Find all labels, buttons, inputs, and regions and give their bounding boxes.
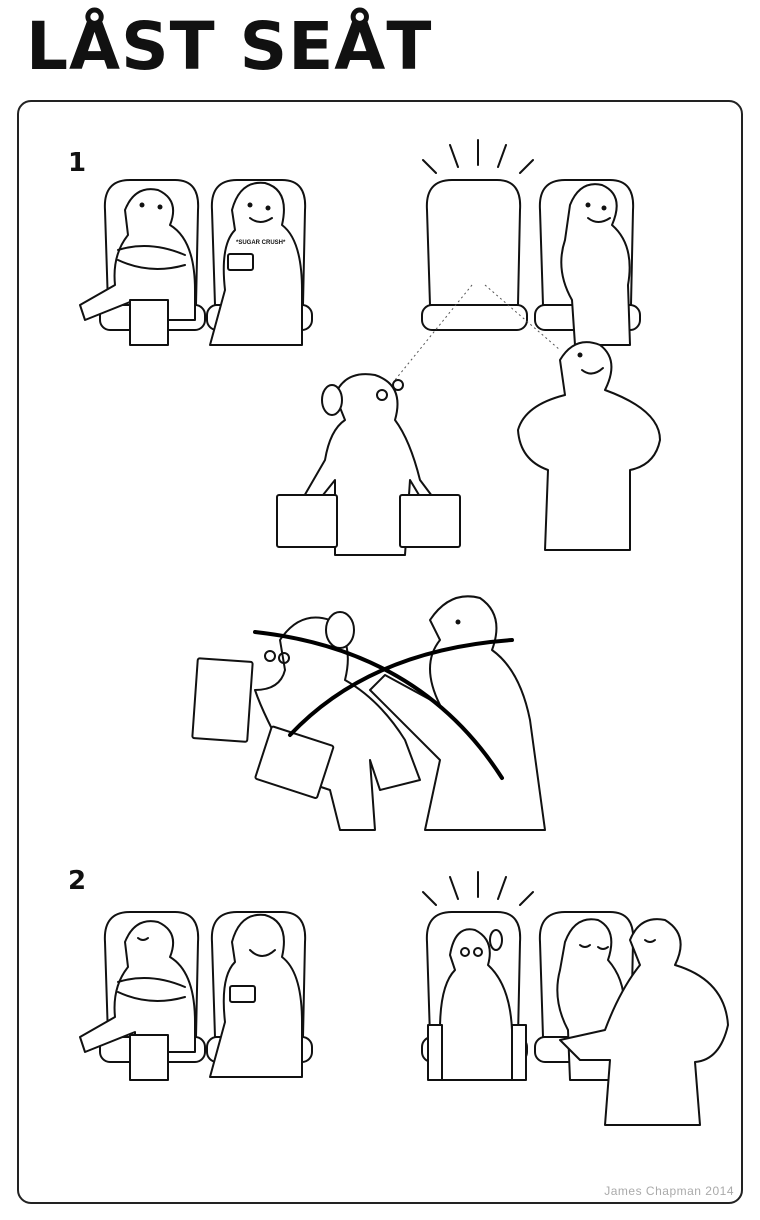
- seat-row-occupied-2: [79, 911, 313, 1081]
- page-title: LÅST SEÅT: [26, 8, 433, 85]
- passenger-arms-crossed: [79, 188, 196, 346]
- passenger-hogging-seat: [560, 183, 631, 346]
- cross-out-icon: [253, 630, 514, 780]
- instruction-frame: [17, 100, 743, 1204]
- seat-row-correct-outcome: [421, 871, 729, 1126]
- bag: [254, 725, 335, 799]
- highlight-rays-icon: [422, 139, 534, 174]
- bag: [276, 494, 338, 548]
- bag: [511, 1024, 527, 1081]
- highlight-rays-icon: [422, 871, 534, 906]
- man-hugging-passenger: [556, 918, 729, 1126]
- phone-icon: [229, 985, 256, 1003]
- seat-row-occupied-1: *SUGAR CRUSH*: [79, 179, 313, 346]
- elderly-woman-seated: [427, 928, 527, 1081]
- step-number-2: 2: [68, 866, 87, 896]
- bag: [427, 1024, 443, 1081]
- artist-credit: James Chapman 2014: [604, 1184, 734, 1198]
- step-number-1: 1: [68, 148, 87, 178]
- elderly-woman-with-bags: [276, 373, 461, 556]
- gaze-lines: [394, 284, 561, 381]
- passenger-playing-phone: *SUGAR CRUSH*: [209, 181, 303, 346]
- bag: [399, 494, 461, 548]
- man-looking-at-seat: [517, 341, 661, 551]
- seat-row-free-seat: [394, 139, 641, 381]
- bag: [191, 657, 254, 743]
- phone-game-text: *SUGAR CRUSH*: [236, 240, 286, 246]
- empty-seat: [421, 179, 528, 331]
- phone-icon: [227, 253, 254, 271]
- wrong-action-pushing: [191, 595, 546, 831]
